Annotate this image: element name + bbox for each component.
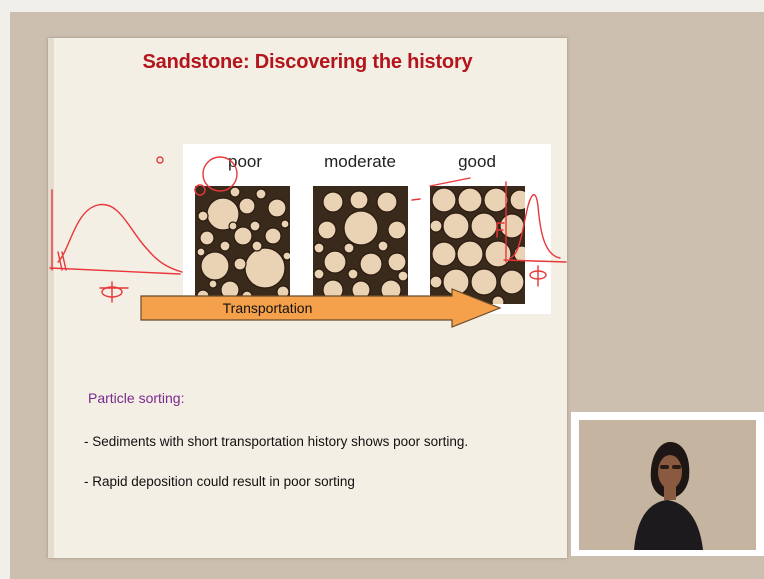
presenter-video xyxy=(579,420,756,550)
label-moderate: moderate xyxy=(310,152,410,172)
label-poor: poor xyxy=(195,152,295,172)
slide: Sandstone: Discovering the history poor … xyxy=(48,38,567,558)
slide-edge xyxy=(48,38,54,558)
moderate-sorting-grains-icon xyxy=(313,186,408,304)
presenter-video-frame xyxy=(571,412,764,556)
presenter-silhouette-icon xyxy=(579,420,756,550)
transportation-label: Transportation xyxy=(140,300,395,316)
window-left-bar xyxy=(0,12,10,579)
bullet-rapid-deposition: - Rapid deposition could result in poor … xyxy=(84,474,355,489)
slide-title: Sandstone: Discovering the history xyxy=(48,51,567,74)
poor-sorting-grains-icon xyxy=(195,186,290,304)
particle-sorting-heading: Particle sorting: xyxy=(88,390,184,406)
label-good: good xyxy=(427,152,527,172)
good-sorting-grains-icon xyxy=(430,186,525,304)
window-top-bar xyxy=(0,0,764,12)
bullet-short-transport: - Sediments with short transportation hi… xyxy=(84,434,468,449)
